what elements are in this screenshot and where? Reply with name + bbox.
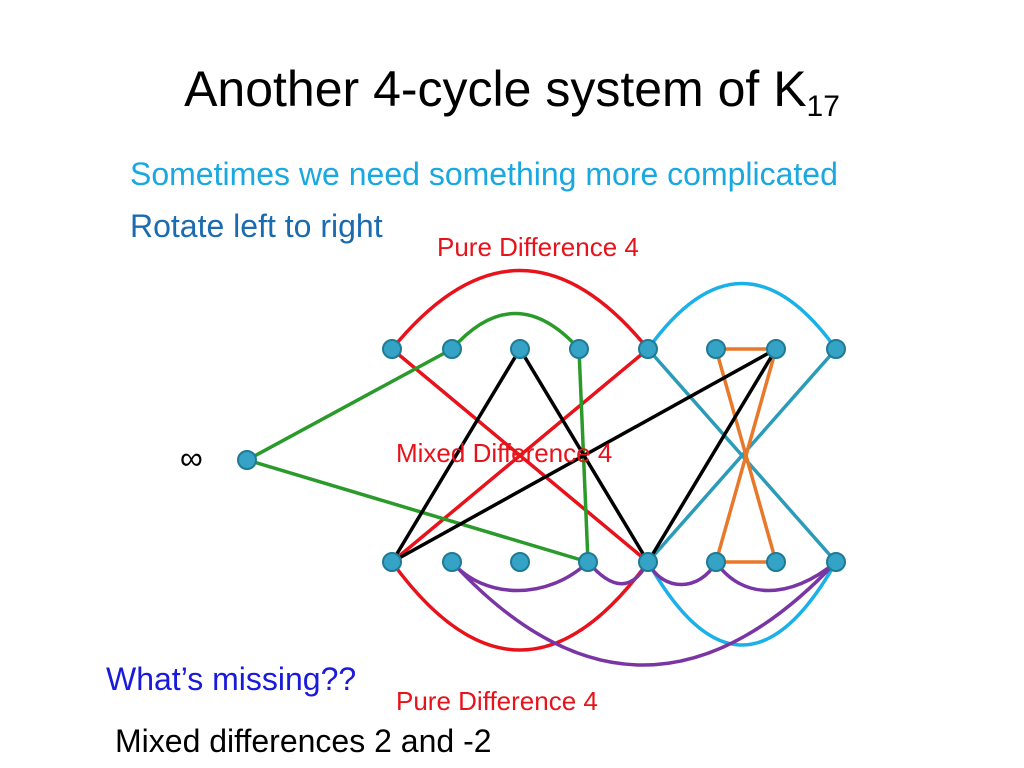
vertex-top-6 <box>766 339 786 359</box>
pure-difference-bottom-label: Pure Difference 4 <box>396 686 598 716</box>
black-edges <box>390 347 778 564</box>
vertex-top-0 <box>382 339 402 359</box>
vertices <box>237 339 846 572</box>
blue-top-arc <box>646 281 838 351</box>
teal-cross-2 <box>646 347 838 564</box>
vertex-top-1 <box>442 339 462 359</box>
black-edge-3 <box>646 347 778 564</box>
purple-long-arc <box>450 560 838 667</box>
pure-difference-top-label: Pure Difference 4 <box>437 232 639 262</box>
subtitle-line-1: Sometimes we need something more complic… <box>130 156 838 192</box>
vertex-top-2 <box>510 339 530 359</box>
red-edges <box>390 268 650 652</box>
slide-title: Another 4-cycle system of K17 <box>0 61 1024 122</box>
answer-text: Mixed differences 2 and -2 <box>115 723 492 759</box>
vertex-bottom-0 <box>382 552 402 572</box>
question-text: What’s missing?? <box>106 661 357 697</box>
subtitle-line-2: Rotate left to right <box>130 208 383 244</box>
blue-bottom-arc <box>646 560 838 647</box>
black-edge-1 <box>390 347 522 564</box>
green-top-arc <box>450 311 581 351</box>
infinity-label: ∞ <box>180 440 203 476</box>
blue-edges <box>646 281 838 647</box>
vertex-infinity <box>237 450 257 470</box>
green-inf-top <box>245 347 454 462</box>
red-mixed-2 <box>390 347 650 564</box>
vertex-top-3 <box>569 339 589 359</box>
black-edge-4 <box>390 347 778 564</box>
vertex-bottom-1 <box>442 552 462 572</box>
vertex-bottom-6 <box>766 552 786 572</box>
red-bottom-arc <box>390 560 650 652</box>
orange-cross-2 <box>714 347 778 564</box>
title-main: Another 4-cycle system of K <box>184 61 807 117</box>
red-top-arc <box>390 268 650 351</box>
vertex-bottom-2 <box>510 552 530 572</box>
green-inf-bottom <box>245 458 590 564</box>
vertex-bottom-5 <box>706 552 726 572</box>
vertex-top-4 <box>638 339 658 359</box>
orange-edges <box>714 347 778 564</box>
vertex-top-7 <box>826 339 846 359</box>
vertex-bottom-3 <box>578 552 598 572</box>
vertex-top-5 <box>706 339 726 359</box>
vertex-bottom-7 <box>826 552 846 572</box>
vertex-bottom-4 <box>638 552 658 572</box>
mixed-difference-label: Mixed Difference 4 <box>396 438 613 468</box>
title-subscript: 17 <box>806 90 840 123</box>
